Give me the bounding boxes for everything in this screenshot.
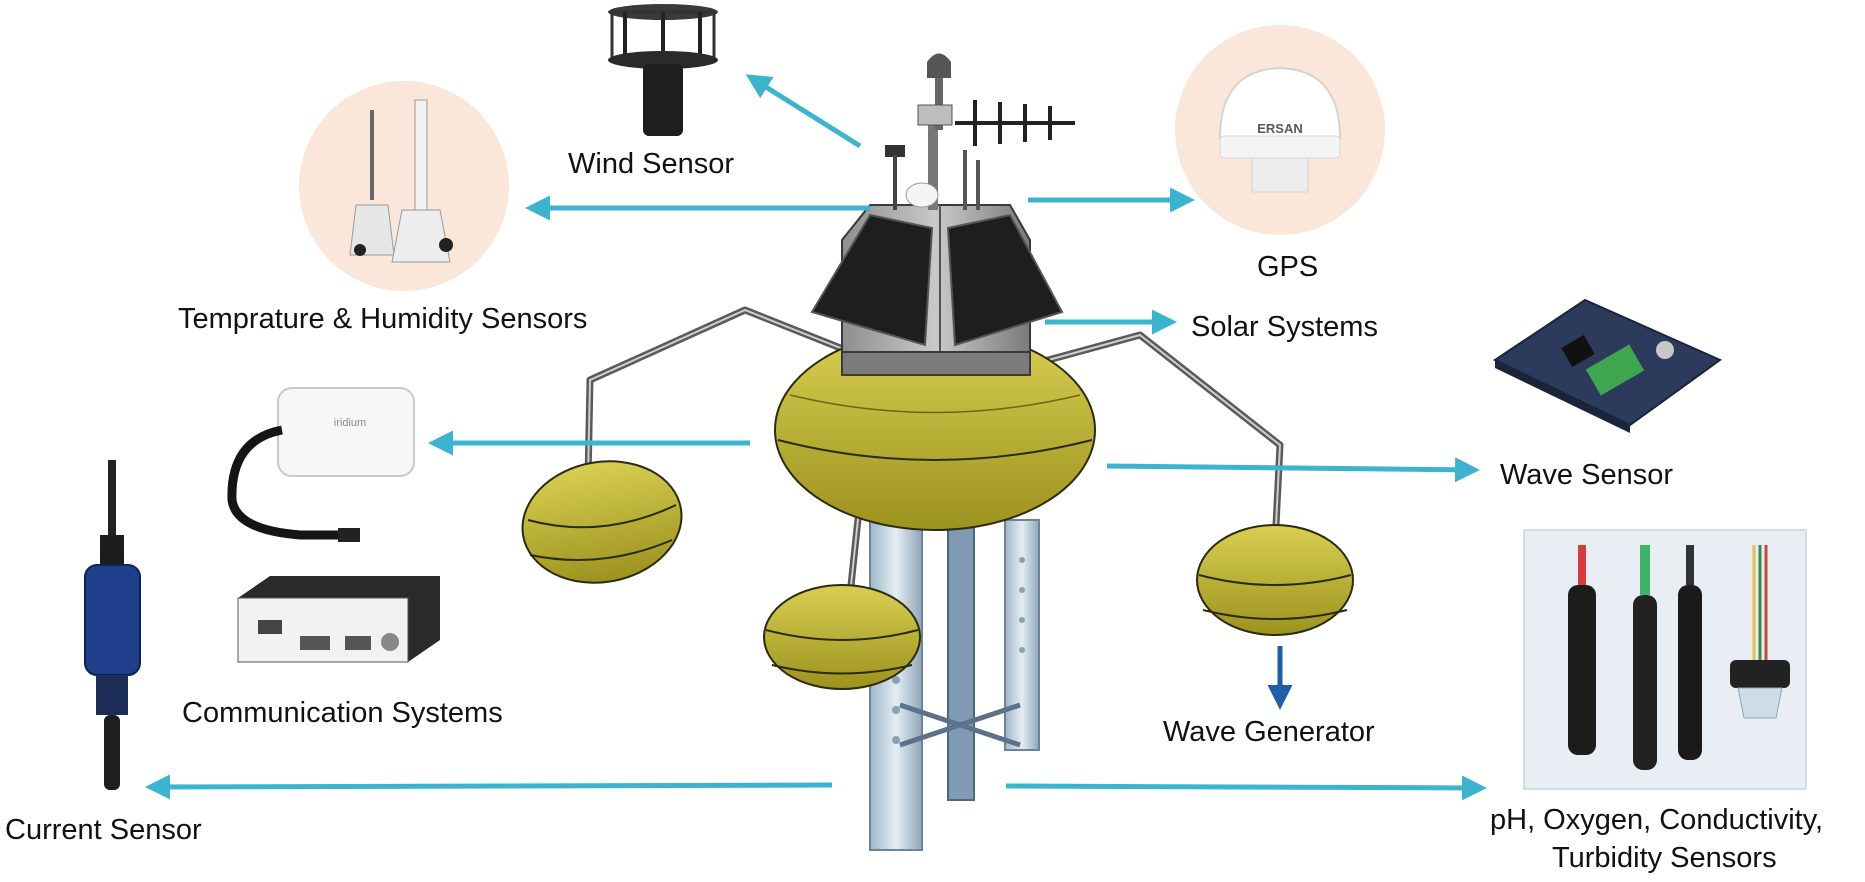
arrow-to-wave-sensor [1106, 457, 1480, 483]
label-solar-systems: Solar Systems [1191, 311, 1378, 343]
turbidity-probe-icon [1730, 545, 1790, 719]
central-buoy [521, 53, 1354, 851]
conductivity-probe-icon [1678, 545, 1702, 760]
label-temp-humidity: Temprature & Humidity Sensors [178, 303, 588, 335]
arrow-to-water-quality [1005, 775, 1487, 801]
oxygen-probe-icon [1633, 545, 1657, 770]
temperature-humidity-sensor-icon [299, 81, 509, 291]
solar-panel-left [810, 213, 934, 347]
communication-router-icon [237, 576, 440, 663]
iridium-brand-text: iridium [334, 417, 366, 429]
current-sensor-icon [84, 460, 141, 790]
gps-brand-text: ERSAN [1257, 121, 1303, 136]
wind-sensor-icon [608, 4, 718, 136]
water-quality-probes-panel [1523, 529, 1807, 790]
yagi-antenna [955, 100, 1075, 146]
label-current-sensor: Current Sensor [5, 814, 202, 846]
mooring-pipe-right [1004, 519, 1040, 751]
wave-sensor-board-icon [1492, 298, 1722, 433]
label-communication-systems: Communication Systems [182, 697, 503, 729]
label-water-quality-line1: pH, Oxygen, Conductivity, [1490, 804, 1824, 836]
label-wind-sensor: Wind Sensor [568, 148, 735, 180]
label-gps: GPS [1257, 251, 1319, 283]
ph-probe-icon [1568, 545, 1596, 755]
iridium-modem-icon [227, 387, 415, 542]
satellite-float-right [1196, 524, 1354, 636]
mooring-pipe-left [869, 519, 923, 851]
solar-panel-right [946, 213, 1064, 347]
satellite-float-left [521, 460, 683, 584]
label-wave-generator: Wave Generator [1163, 716, 1375, 748]
gps-device-icon [1175, 25, 1385, 235]
gps-dome-small [905, 182, 939, 208]
label-water-quality-line2: Turbidity Sensors [1552, 842, 1777, 874]
arrow-to-current-sensor [145, 774, 833, 800]
label-wave-sensor: Wave Sensor [1500, 459, 1673, 491]
mooring-pipe-center [947, 519, 975, 801]
satellite-float-front [763, 584, 921, 690]
arrow-to-wind-sensor [745, 74, 862, 149]
